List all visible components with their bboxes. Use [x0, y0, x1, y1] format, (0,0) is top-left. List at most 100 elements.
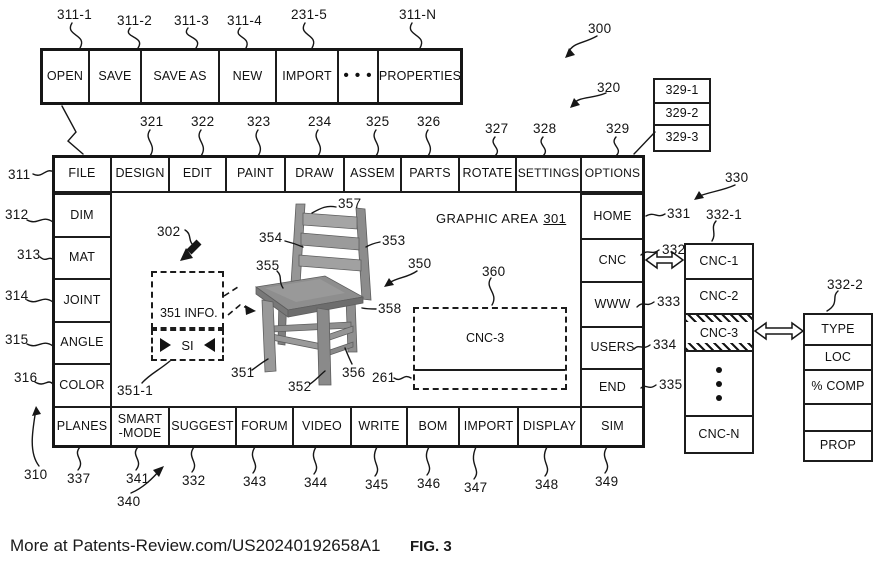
menu-item-options[interactable]: OPTIONS: [580, 155, 645, 193]
ref-354: 354: [259, 230, 283, 245]
graphic-area-title-text: GRAPHIC AREA: [436, 211, 539, 226]
toolbar-item-save-as[interactable]: SAVE AS: [140, 48, 220, 105]
ref-311-1: 311-1: [57, 7, 93, 22]
menu-item-rotate[interactable]: ROTATE: [458, 155, 517, 193]
menu-item-edit[interactable]: EDIT: [168, 155, 227, 193]
menu-item-draw[interactable]: DRAW: [284, 155, 345, 193]
ref-347: 347: [464, 480, 488, 495]
toolbar-item-ellipsis-icon[interactable]: • • •: [337, 48, 379, 105]
toolbar-item-import[interactable]: IMPORT: [275, 48, 339, 105]
ref-331: 331: [667, 206, 691, 221]
si-label: SI: [181, 337, 194, 353]
menu-item-parts[interactable]: PARTS: [400, 155, 460, 193]
options-panel-item-2[interactable]: 329-2: [653, 102, 711, 126]
sidebar-item-joint[interactable]: JOINT: [52, 278, 112, 323]
ref-332-suggest: 332: [182, 473, 206, 488]
sidebar-item-www[interactable]: WWW: [580, 281, 645, 328]
ref-316: 316: [14, 370, 38, 385]
attr-panel-item-prop[interactable]: PROP: [803, 430, 873, 462]
cnc-panel-item-cnc3-label: CNC-3: [699, 325, 739, 340]
attr-panel-item-type[interactable]: TYPE: [803, 313, 873, 346]
ref-321: 321: [140, 114, 164, 129]
ref-311-N: 311-N: [399, 7, 437, 22]
bottombar-item-smart-mode[interactable]: SMART -MODE: [110, 406, 170, 448]
ref-326: 326: [417, 114, 441, 129]
bottombar-item-suggest[interactable]: SUGGEST: [168, 406, 237, 448]
bottombar-item-write[interactable]: WRITE: [350, 406, 408, 448]
ref-261: 261: [372, 370, 396, 385]
menu-item-paint[interactable]: PAINT: [225, 155, 286, 193]
sidebar-item-mat[interactable]: MAT: [52, 236, 112, 280]
ref-311-4: 311-4: [227, 13, 263, 28]
step-forward-icon[interactable]: [160, 338, 171, 352]
ref-341: 341: [126, 471, 150, 486]
ref-311-3: 311-3: [174, 13, 210, 28]
menu-item-assem[interactable]: ASSEM: [343, 155, 402, 193]
toolbar-item-properties[interactable]: PROPERTIES: [377, 48, 463, 105]
selection-hatch-bottom: [686, 343, 752, 350]
vertical-ellipsis-icon: [716, 394, 722, 401]
sidebar-item-end[interactable]: END: [580, 368, 645, 408]
menu-item-settings[interactable]: SETTINGS: [515, 155, 582, 193]
cnc3-region-label: CNC-3: [466, 331, 505, 345]
ref-358: 358: [378, 301, 402, 316]
ref-335: 335: [659, 377, 683, 392]
figure-caption: FIG. 3: [410, 538, 452, 555]
cnc-panel-item-cnc2[interactable]: CNC-2: [684, 278, 754, 315]
sidebar-item-cnc[interactable]: CNC: [580, 238, 645, 283]
ref-345: 345: [365, 477, 389, 492]
bottombar-item-import[interactable]: IMPORT: [458, 406, 519, 448]
ref-356: 356: [342, 365, 366, 380]
ref-334: 334: [653, 337, 677, 352]
ref-350: 350: [408, 256, 432, 271]
bottombar-item-sim[interactable]: SIM: [580, 406, 645, 448]
ref-348: 348: [535, 477, 559, 492]
ref-311: 311: [8, 167, 31, 182]
menu-item-design[interactable]: DESIGN: [110, 155, 170, 193]
sidebar-item-color[interactable]: COLOR: [52, 363, 112, 408]
cnc-panel-item-cnc1[interactable]: CNC-1: [684, 243, 754, 280]
bottombar-item-planes[interactable]: PLANES: [52, 406, 112, 448]
bottombar-item-forum[interactable]: FORUM: [235, 406, 294, 448]
ref-360: 360: [482, 264, 506, 279]
sidebar-item-dim[interactable]: DIM: [52, 193, 112, 238]
cnc-panel-item-cncN[interactable]: CNC-N: [684, 415, 754, 454]
bottombar-item-display[interactable]: DISPLAY: [517, 406, 582, 448]
options-panel-item-1[interactable]: 329-1: [653, 78, 711, 104]
options-panel-item-3[interactable]: 329-3: [653, 124, 711, 152]
ref-340: 340: [117, 494, 141, 509]
info-pointer-dashed: [223, 286, 251, 316]
si-stepper: SI: [151, 329, 224, 361]
attr-panel-item-pct-comp[interactable]: % COMP: [803, 369, 873, 405]
watermark-text: More at Patents-Review.com/US20240192658…: [10, 536, 381, 555]
ref-320: 320: [597, 80, 621, 95]
toolbar-item-open[interactable]: OPEN: [40, 48, 90, 105]
ref-234: 234: [308, 114, 332, 129]
ref-302: 302: [157, 224, 181, 239]
graphic-area-title-ref: 301: [543, 211, 567, 226]
step-back-icon[interactable]: [203, 338, 215, 352]
bottombar-item-video[interactable]: VIDEO: [292, 406, 352, 448]
vertical-ellipsis-icon: [716, 380, 722, 387]
ref-330: 330: [725, 170, 749, 185]
toolbar-item-save[interactable]: SAVE: [88, 48, 142, 105]
ref-329: 329: [606, 121, 630, 136]
bottombar-item-bom[interactable]: BOM: [406, 406, 460, 448]
attr-panel-item-loc[interactable]: LOC: [803, 344, 873, 371]
ref-344: 344: [304, 475, 328, 490]
ref-346: 346: [417, 476, 441, 491]
sidebar-item-angle[interactable]: ANGLE: [52, 321, 112, 365]
sidebar-item-home[interactable]: HOME: [580, 193, 645, 240]
link-arrow-attr: [753, 321, 805, 341]
ref-312: 312: [5, 207, 29, 222]
menu-item-file[interactable]: FILE: [52, 155, 112, 193]
ref-349: 349: [595, 474, 619, 489]
ref-311-2: 311-2: [117, 13, 153, 28]
ref-327: 327: [485, 121, 509, 136]
cnc-panel-item-cnc3-selected[interactable]: CNC-3: [684, 313, 754, 352]
attr-panel-item-empty[interactable]: [803, 403, 873, 432]
toolbar-item-new[interactable]: NEW: [218, 48, 277, 105]
ref-357: 357: [338, 196, 362, 211]
sidebar-item-users[interactable]: USERS: [580, 326, 645, 370]
